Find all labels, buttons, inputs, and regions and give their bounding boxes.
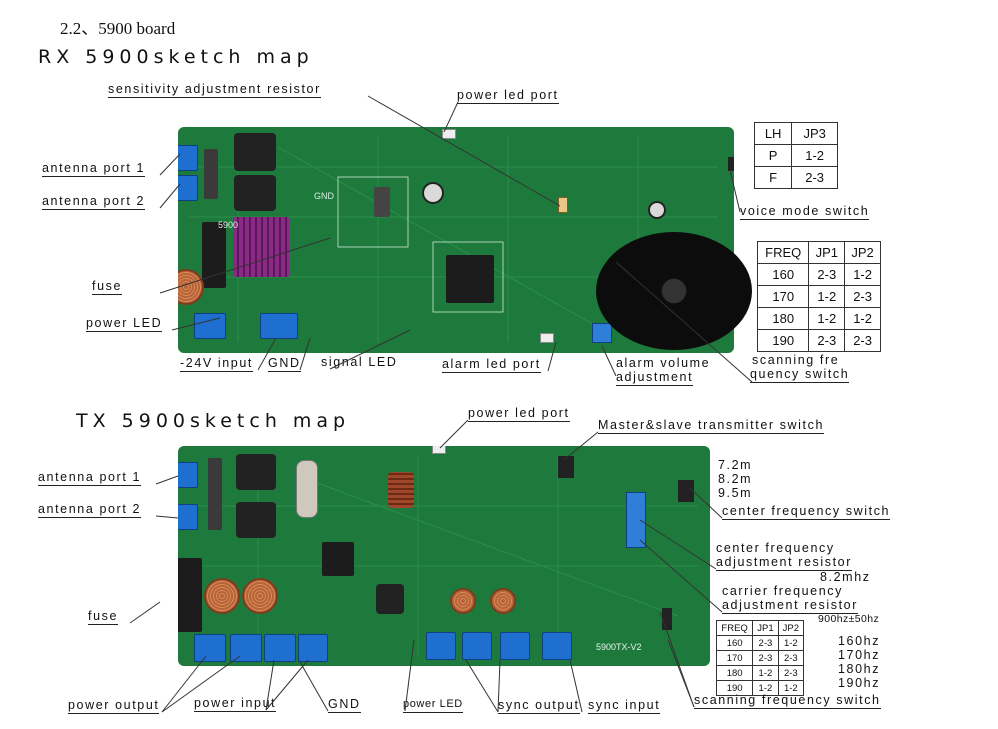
tx-label-carrier-res-2: adjustment resistor xyxy=(722,598,858,614)
tx-label-gnd: GND xyxy=(328,697,361,713)
tx-label-sync-output: sync output xyxy=(498,698,580,714)
tx-label-power-input: power input xyxy=(194,696,277,712)
tx-label-center-res-1: center frequency xyxy=(716,541,835,555)
tx-label-fuse: fuse xyxy=(88,609,119,625)
rx-label-power-led-port: power led port xyxy=(457,88,559,104)
rx-label-fuse: fuse xyxy=(92,279,123,295)
rx-silk-gnd: GND xyxy=(314,191,334,201)
rx-label-alarm-volume-1: alarm volume xyxy=(616,356,711,370)
rx-label-signal-led: signal LED xyxy=(321,355,398,369)
tx-map-title: TX 5900sketch map xyxy=(76,410,351,432)
tx-center-value-3: 9.5m xyxy=(718,486,753,500)
tx-scan-value-1: 160hz xyxy=(838,634,881,648)
tx-silk-model: 5900TX-V2 xyxy=(596,642,642,652)
tx-center-value-1: 7.2m xyxy=(718,458,753,472)
tx-scan-value-3: 180hz xyxy=(838,662,881,676)
rx-buzzer xyxy=(596,232,752,350)
tx-board-image: 5900TX-V2 xyxy=(178,446,710,666)
rx-map-title: RX 5900sketch map xyxy=(38,46,314,68)
tx-label-antenna-1: antenna port 1 xyxy=(38,470,142,486)
rx-label-scan-2: quency switch xyxy=(750,367,850,383)
rx-label-alarm-volume-2: adjustment xyxy=(616,370,694,386)
tx-label-power-output: power output xyxy=(68,698,160,714)
tx-label-master-slave: Master&slave transmitter switch xyxy=(598,418,825,434)
tx-scan-value-4: 190hz xyxy=(838,676,881,690)
tx-label-carrier-res-1: carrier frequency xyxy=(722,584,843,598)
rx-label-alarm-led-port: alarm led port xyxy=(442,357,541,373)
tx-label-center-switch: center frequency switch xyxy=(722,504,891,520)
rx-label-antenna-1: antenna port 1 xyxy=(42,161,146,177)
rx-label-power-led: power LED xyxy=(86,316,163,332)
rx-label-scan-1: scanning fre xyxy=(752,353,840,367)
rx-label-24v-input: -24V input xyxy=(180,356,253,372)
rx-label-gnd: GND xyxy=(268,356,301,372)
tx-label-scanning-switch: scanning frequency switch xyxy=(694,693,881,709)
rx-label-voice-mode: voice mode switch xyxy=(740,204,870,220)
tx-label-center-res-value: 8.2mhz xyxy=(820,570,871,584)
tx-label-sync-input: sync input xyxy=(588,698,661,714)
tx-label-center-res-2: adjustment resistor xyxy=(716,555,852,571)
tx-label-antenna-2: antenna port 2 xyxy=(38,502,142,518)
tx-scan-value-2: 170hz xyxy=(838,648,881,662)
section-heading: 2.2、5900 board xyxy=(60,19,176,38)
rx-label-sensitivity: sensitivity adjustment resistor xyxy=(108,82,321,98)
tx-label-power-led: power LED xyxy=(403,697,463,713)
rx-silk-model: 5900 xyxy=(218,220,239,230)
tx-center-value-2: 8.2m xyxy=(718,472,753,486)
rx-label-antenna-2: antenna port 2 xyxy=(42,194,146,210)
tx-label-power-led-port: power led port xyxy=(468,406,570,422)
tx-label-carrier-res-value: 900hz±50hz xyxy=(818,613,880,625)
